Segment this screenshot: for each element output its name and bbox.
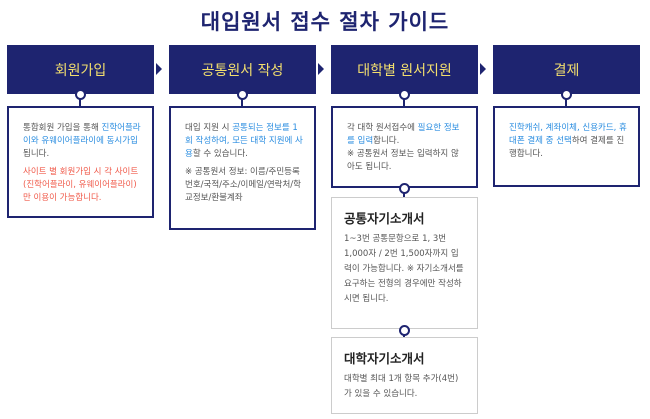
step-signup: 회원가입 (7, 45, 154, 94)
step-payment: 결제 (493, 45, 640, 94)
arrow-icon (156, 63, 162, 75)
signup-detail: 통합회원 가입을 통해 진학어플라이와 유웨이어플라이에 동시가입됩니다. 사이… (7, 106, 154, 218)
step-common-application: 공통원서 작성 (169, 45, 316, 94)
connector-dot-icon (75, 89, 86, 100)
connector-dot-icon (561, 89, 572, 100)
arrow-icon (480, 63, 486, 75)
payment-detail: 진학캐쉬, 계좌이체, 신용카드, 휴대폰 결제 중 선택하여 결제를 진행합니… (493, 106, 640, 187)
university-apply-detail: 각 대학 원서접수에 필요한 정보를 입력합니다. ※ 공통원서 정보는 입력하… (331, 106, 478, 188)
common-application-detail: 대입 지원 시 공통되는 정보를 1회 작성하여, 모든 대학 지원에 사용할 … (169, 106, 316, 230)
connector-dot-icon (399, 325, 410, 336)
connector-dot-icon (399, 183, 410, 194)
connector-dot-icon (399, 89, 410, 100)
step-university-apply: 대학별 원서지원 (331, 45, 478, 94)
page-title: 대입원서 접수 절차 가이드 (200, 10, 450, 34)
arrow-icon (318, 63, 324, 75)
connector-dot-icon (237, 89, 248, 100)
